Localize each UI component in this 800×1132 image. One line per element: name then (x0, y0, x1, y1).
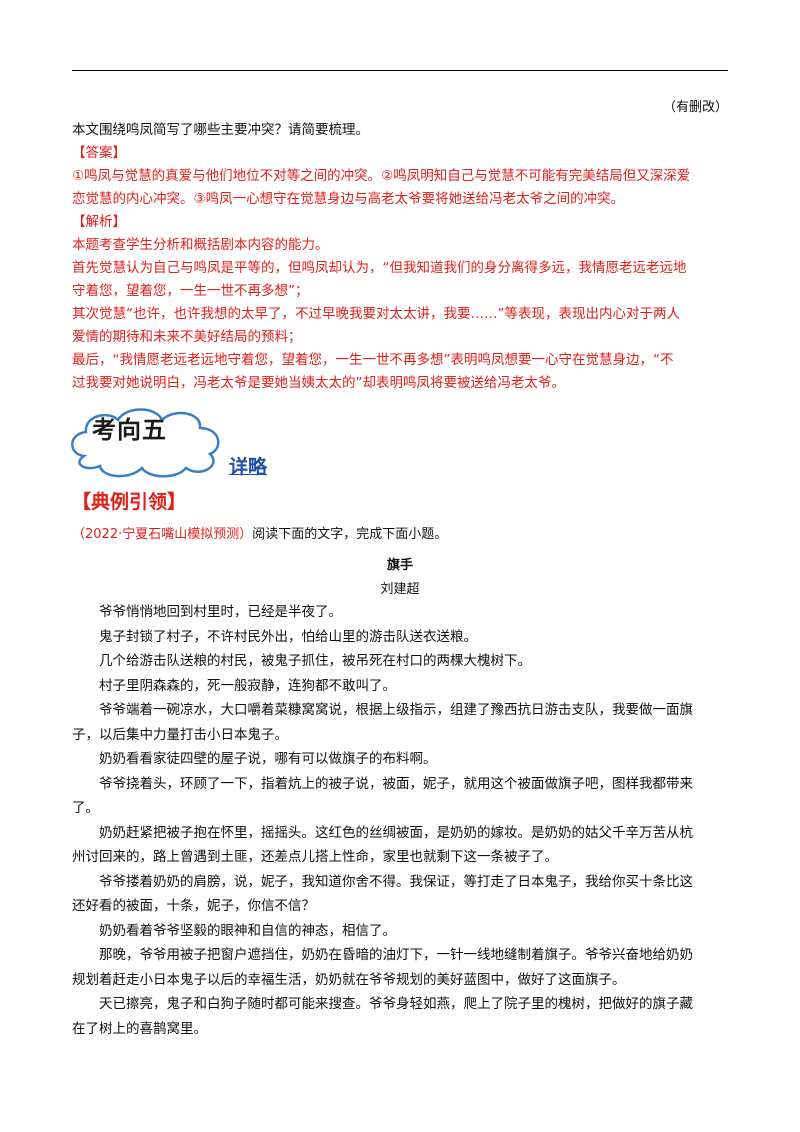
analysis-label: 【解析】 (72, 214, 126, 230)
edit-note: （有删改） (662, 100, 728, 115)
story-line: 奶奶看看家徒四壁的屋子说，哪有可以做旗子的布料啊。 (72, 751, 437, 767)
story-line: 爷爷挠着头，环顾了一下，指着炕上的被子说，被面，妮子，就用这个被面做旗子吧，图样… (72, 775, 693, 792)
story-title: 旗手 (386, 558, 413, 573)
story-line: 爷爷端着一碗凉水，大口嚼着菜糠窝窝说，根据上级指示，组建了豫西抗日游击支队，我要… (72, 702, 693, 718)
story-line: 奶奶看着爷爷坚毅的眼神和自信的神态，相信了。 (72, 922, 396, 939)
section-badge: 考向五 (92, 415, 167, 444)
story-line: 几个给游击队送粮的村民，被鬼子抓住，被吊死在村口的两棵大槐树下。 (72, 653, 531, 669)
story-line: 州讨回来的，路上曾遇到土匪，还差点儿搭上性命，家里也就剩下这一条被子了。 (72, 849, 558, 865)
story-line: 在了树上的喜鹊窝里。 (72, 1020, 207, 1037)
header-rule (72, 70, 728, 71)
story-line: 子，以后集中力量打击小日本鬼子。 (72, 726, 288, 743)
answer-section: 本文围绕鸣凤简写了哪些主要冲突？请简要梳理。 【答案】 ①鸣凤与觉慧的真爱与他们… (72, 119, 728, 395)
exercise-intro: （2022·宁夏石嘴山模拟预测）阅读下面的文字，完成下面小题。 (72, 523, 447, 542)
answer-line: 恋觉慧的内心冲突。③鸣凤一心想守在觉慧身边与高老太爷要将她送给冯老太爷之间的冲突… (72, 191, 625, 207)
analysis-line: 守着您，望着您，一生一世不再多想”； (72, 283, 309, 299)
exercise-instruction: 阅读下面的文字，完成下面小题。 (252, 527, 448, 542)
detail-link[interactable]: 详略 (229, 456, 268, 478)
question-text: 本文围绕鸣凤简写了哪些主要冲突？请简要梳理。 (72, 122, 369, 138)
story-line: 爷爷悄悄地回到村里时，已经是半夜了。 (72, 604, 342, 620)
story-line: 村子里阴森森的，死一般寂静，连狗都不敢叫了。 (72, 677, 396, 694)
analysis-line: 首先觉慧认为自己与鸣凤是平等的，但鸣凤却认为，“但我知道我们的身分离得多远，我情… (72, 260, 687, 276)
story-author: 刘建超 (380, 582, 420, 597)
cloud-badge-icon (71, 408, 220, 478)
story-line: 还好看的被面，十条，妮子，你信不信？ (72, 898, 315, 914)
story-line: 爷爷搂着奶奶的肩膀，说，妮子，我知道你舍不得。我保证，等打走了日本鬼子，我给你买… (72, 873, 693, 890)
answer-label: 【答案】 (72, 145, 126, 161)
analysis-line: 其次觉慧“也许，也许我想的太早了，不过早晚我要对太太讲，我要……”等表现，表现出… (72, 306, 680, 322)
story-line: 奶奶赶紧把被子抱在怀里，摇摇头。这红色的丝绸被面，是奶奶的嫁妆。是奶奶的姑父千辛… (72, 824, 693, 841)
story-line: 天已擦亮，鬼子和白狗子随时都可能来搜查。爷爷身轻如燕，爬上了院子里的槐树，把做好… (72, 996, 693, 1012)
example-heading: 【典例引领】 (72, 491, 187, 513)
exercise-source: （2022·宁夏石嘴山模拟预测） (72, 527, 253, 542)
answer-line: ①鸣凤与觉慧的真爱与他们地位不对等之间的冲突。②鸣凤明知自己与觉慧不可能有完美结… (72, 168, 691, 184)
story-body: 爷爷悄悄地回到村里时，已经是半夜了。 鬼子封锁了村子，不许村民外出，怕给山里的游… (72, 600, 728, 1041)
analysis-line: 最后，“我情愿老远老远地守着您，望着您，一生一世不再多想”表明鸣凤想要一心守在觉… (72, 352, 674, 368)
analysis-line: 爱情的期待和未来不美好结局的预料； (72, 329, 302, 345)
story-line: 鬼子封锁了村子，不许村民外出，怕给山里的游击队送衣送粮。 (72, 628, 477, 645)
story-line: 了。 (72, 800, 99, 816)
analysis-line: 过我要对她说明白，冯老太爷是要她当姨太太的”却表明鸣凤将要被送给冯老太爷。 (72, 375, 565, 391)
story-line: 那晚，爷爷用被子把窗户遮挡住，奶奶在昏暗的油灯下，一针一线地缝制着旗子。爷爷兴奋… (72, 947, 693, 963)
analysis-line: 本题考查学生分析和概括剧本内容的能力。 (72, 237, 329, 253)
story-line: 规划着赶走小日本鬼子以后的幸福生活，奶奶就在爷爷规划的美好蓝图中，做好了这面旗子… (72, 971, 626, 988)
